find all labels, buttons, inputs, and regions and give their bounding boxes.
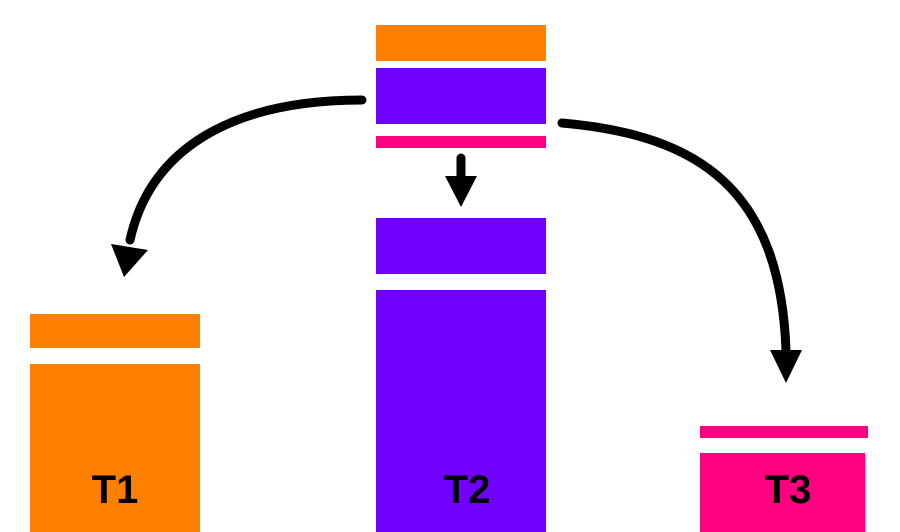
source-stack (376, 25, 546, 148)
source-purple-segment (376, 68, 546, 124)
arrow-to-t3-head (770, 350, 802, 383)
arrow-to-t2-head (445, 176, 477, 207)
source-magenta-segment (376, 136, 546, 148)
arrow-to-t3 (557, 118, 802, 383)
arrow-to-t1-line (125, 95, 367, 245)
t1-label: T1 (92, 468, 139, 512)
t3-body-block (700, 453, 865, 532)
arrow-to-t2 (445, 153, 477, 207)
arrow-to-t1 (111, 95, 367, 277)
t1-header-bar (30, 314, 200, 348)
t2-header-bar (376, 218, 546, 274)
t2-label: T2 (444, 468, 491, 512)
table-t1: T1 (30, 314, 200, 532)
t3-label: T3 (765, 468, 812, 512)
t3-header-bar (700, 426, 868, 438)
table-t2: T2 (376, 218, 546, 532)
arrow-to-t3-line (557, 118, 791, 355)
t1-body-block (30, 364, 200, 532)
source-orange-segment (376, 25, 546, 61)
arrow-to-t1-head (111, 244, 148, 277)
table-t3: T3 (700, 426, 868, 532)
t2-body-block (376, 290, 546, 532)
